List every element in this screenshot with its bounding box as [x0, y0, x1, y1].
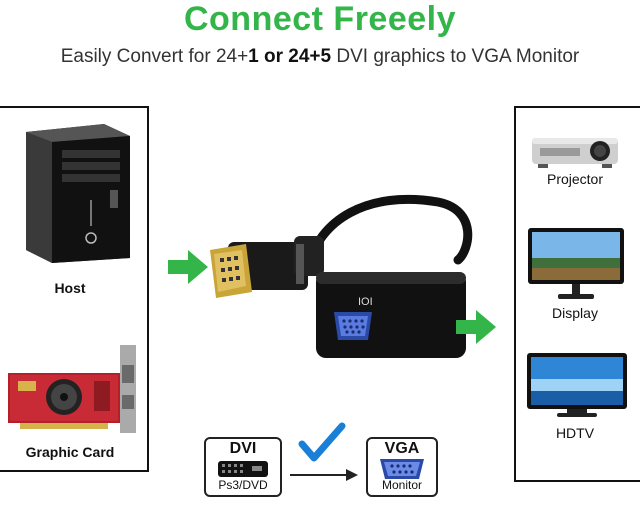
vga-port-box — [366, 437, 438, 497]
title: Connect Freeely — [183, 0, 457, 38]
subtitle-suffix: DVI graphics to VGA Monitor — [336, 46, 580, 67]
dvi-sub-label: Ps3/DVD — [218, 478, 268, 492]
graphic-card-image — [8, 345, 136, 433]
hdtv-label: HDTV — [555, 425, 595, 441]
hdtv-image — [527, 353, 627, 417]
vga-label: VGA — [384, 440, 420, 457]
display-label: Display — [552, 305, 598, 321]
subtitle-bold: 1 or 24+5 — [248, 46, 332, 67]
dvi-to-vga-adapter-image: IOI — [210, 194, 473, 358]
host-label: Host — [54, 280, 86, 296]
projector-image — [532, 138, 618, 168]
arrow-right-icon — [168, 250, 208, 284]
dvi-port-box — [204, 437, 282, 497]
subtitle: Easily Convert for 24+1 or 24+5 DVI grap… — [0, 46, 640, 68]
graphic-card-label: Graphic Card — [25, 444, 115, 460]
projector-label: Projector — [546, 171, 604, 187]
vga-sub-label: Monitor — [381, 478, 422, 492]
pc-tower-image — [26, 124, 130, 263]
display-monitor-image — [528, 228, 624, 299]
subtitle-prefix: Easily Convert for 24+ — [60, 46, 249, 67]
dvi-label: DVI — [229, 440, 257, 457]
arrow-right-icon — [456, 310, 496, 344]
checkmark-icon — [298, 422, 346, 462]
svg-text:IOI: IOI — [358, 296, 373, 308]
arrow-right-icon — [290, 469, 358, 481]
